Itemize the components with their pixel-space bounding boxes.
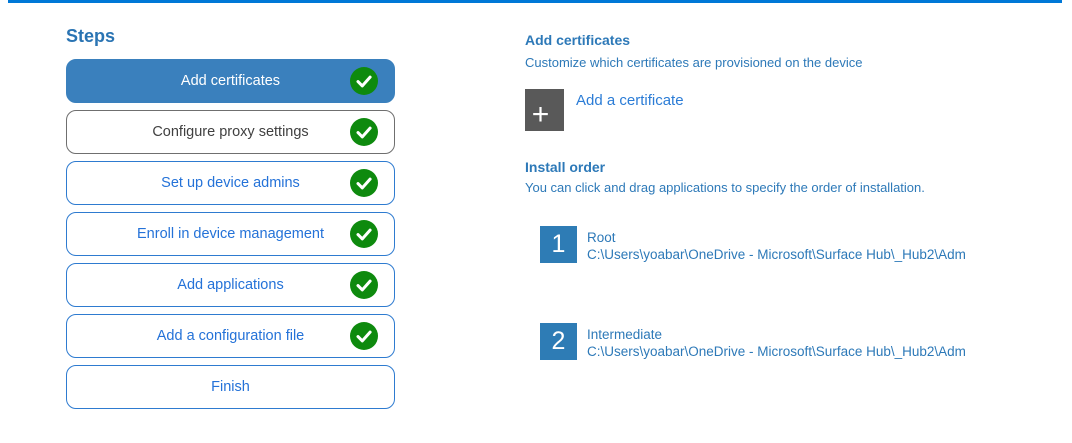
top-accent-line: [8, 0, 1062, 3]
add-certificates-panel: Add certificates Customize which certifi…: [525, 32, 1065, 360]
order-number-badge: 2: [540, 323, 577, 360]
steps-panel-title: Steps: [66, 26, 116, 46]
step-enroll-in-device-management[interactable]: Enroll in device management: [66, 212, 395, 256]
step-add-certificates[interactable]: Add certificates: [66, 59, 395, 103]
check-circle-icon: [350, 271, 378, 299]
check-circle-icon: [350, 118, 378, 146]
certificate-path: C:\Users\yoabar\OneDrive - Microsoft\Sur…: [587, 247, 966, 262]
plus-icon: +: [531, 98, 550, 131]
add-certificate-label[interactable]: Add a certificate: [576, 92, 684, 109]
order-item-text: Intermediate C:\Users\yoabar\OneDrive - …: [587, 323, 966, 360]
step-label: Enroll in device management: [137, 226, 324, 242]
step-label: Set up device admins: [161, 175, 300, 191]
add-certificate-button[interactable]: +: [525, 89, 564, 131]
step-label: Configure proxy settings: [152, 124, 309, 140]
step-label: Add applications: [177, 277, 284, 293]
check-circle-icon: [350, 220, 378, 248]
check-circle-icon: [350, 67, 378, 95]
step-add-applications[interactable]: Add applications: [66, 263, 395, 307]
step-label: Add a configuration file: [156, 328, 305, 344]
section-subtitle: Customize which certificates are provisi…: [525, 55, 863, 70]
order-number-badge: 1: [540, 226, 577, 263]
step-configure-proxy-settings[interactable]: Configure proxy settings: [66, 110, 395, 154]
install-order-item-root[interactable]: 1 Root C:\Users\yoabar\OneDrive - Micros…: [540, 226, 1065, 263]
certificate-name: Intermediate: [587, 327, 663, 342]
install-order-subtitle: You can click and drag applications to s…: [525, 180, 925, 195]
install-order-title: Install order: [525, 159, 606, 175]
step-label: Finish: [211, 379, 250, 395]
step-add-a-configuration-file[interactable]: Add a configuration file: [66, 314, 395, 358]
check-circle-icon: [350, 169, 378, 197]
certificate-name: Root: [587, 230, 616, 245]
certificate-path: C:\Users\yoabar\OneDrive - Microsoft\Sur…: [587, 344, 966, 359]
order-number: 2: [551, 327, 566, 355]
step-finish[interactable]: Finish: [66, 365, 395, 409]
order-number: 1: [551, 230, 566, 258]
check-circle-icon: [350, 322, 378, 350]
order-item-text: Root C:\Users\yoabar\OneDrive - Microsof…: [587, 226, 966, 263]
step-set-up-device-admins[interactable]: Set up device admins: [66, 161, 395, 205]
steps-panel: Steps Add certificates Configure proxy s…: [66, 26, 395, 416]
step-label: Add certificates: [180, 73, 281, 89]
section-title: Add certificates: [525, 32, 631, 48]
add-certificate-row: + Add a certificate: [525, 89, 1065, 131]
install-order-item-intermediate[interactable]: 2 Intermediate C:\Users\yoabar\OneDrive …: [540, 323, 1065, 360]
